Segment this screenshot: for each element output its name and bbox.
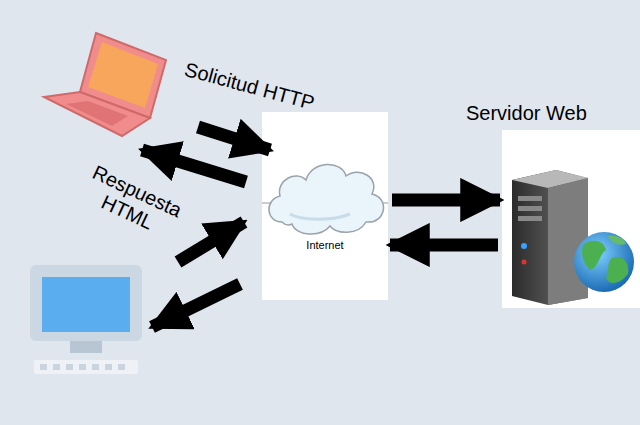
internet-panel [262, 112, 388, 300]
cloud-icon [262, 164, 388, 234]
node-label: Internet [306, 239, 343, 251]
response-arrow [152, 284, 240, 327]
request-arrow [198, 127, 270, 150]
connector-arrow [390, 239, 498, 252]
server-icon [512, 170, 634, 305]
node-heading: Servidor Web [466, 102, 587, 125]
client-arrows [142, 127, 270, 327]
monitor-icon [30, 265, 142, 374]
request-label: Solicitud HTTP [182, 58, 317, 115]
connector-arrow [392, 194, 500, 207]
server-node: Servidor Web [502, 130, 640, 308]
laptop-icon [44, 33, 166, 136]
response-arrow [142, 150, 246, 182]
server-panel [502, 130, 640, 308]
request-arrow [178, 222, 244, 262]
internet-node: Internet [262, 112, 388, 300]
response-label: Respuesta HTML [73, 158, 192, 246]
